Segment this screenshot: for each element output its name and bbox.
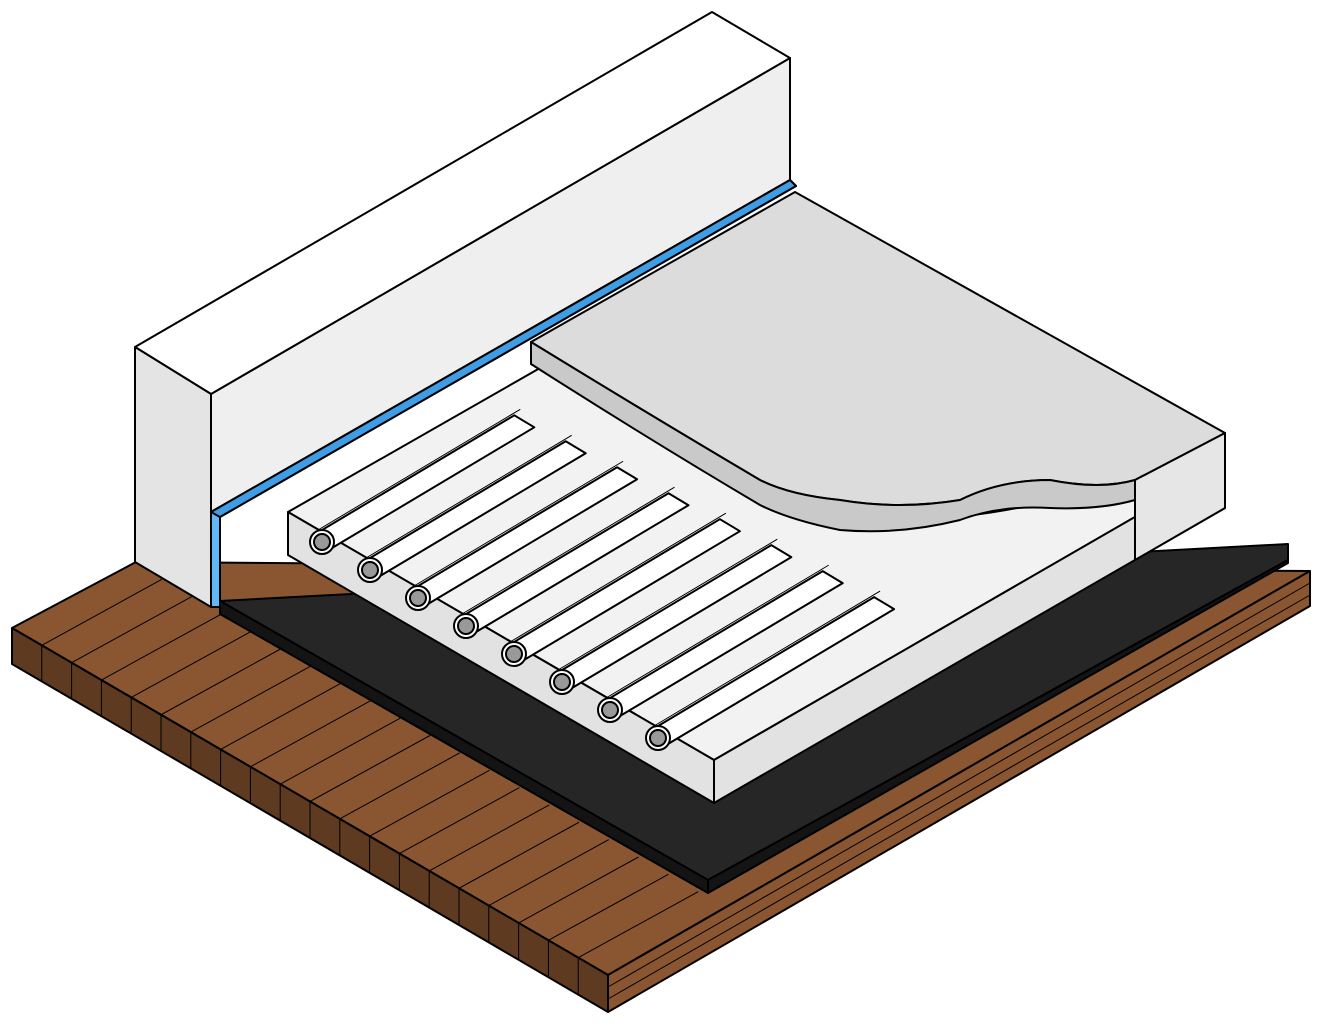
wood-plank-seam <box>71 596 192 664</box>
heating-pipes <box>309 529 671 751</box>
wood-plank-seam <box>250 700 371 768</box>
wood-subfloor-right-face <box>607 570 1311 1013</box>
wood-plank-seam <box>279 717 401 785</box>
pipe-channel-edge <box>509 512 727 643</box>
wood-plank-seam <box>518 856 639 924</box>
edge-insulation-strip <box>210 179 797 608</box>
screed-right-face <box>1134 432 1226 561</box>
pipe-channels <box>311 408 896 745</box>
wall <box>134 11 791 608</box>
wood-plank-seam <box>41 578 163 646</box>
wood-plank-seam <box>488 839 610 907</box>
edge-strip-top <box>210 179 797 518</box>
heating-pipe-end <box>361 561 379 579</box>
wood-plank-seam <box>607 594 1311 1000</box>
wood-plank-seam <box>548 873 669 941</box>
wood-plank-seam <box>339 752 461 820</box>
wood-plank-seam <box>458 821 580 889</box>
heating-pipe-end <box>313 533 331 551</box>
wood-plank-seam <box>220 683 341 750</box>
heating-pipe-end <box>457 617 475 635</box>
wood-plank-seam <box>130 630 252 698</box>
heating-pipe-end <box>409 589 427 607</box>
wood-plank-seam <box>190 665 312 733</box>
pipe-channel-edge <box>317 408 521 531</box>
screed <box>530 191 1226 561</box>
wood-plank-seam <box>428 804 550 872</box>
wood-plank-seam <box>399 787 520 854</box>
pipe-channel-edge <box>461 486 675 615</box>
wall-end-face <box>134 346 212 608</box>
membrane-right-face <box>707 559 1289 894</box>
wood-plank-seam <box>577 891 699 959</box>
wood-plank-lines <box>41 578 1311 1000</box>
heating-pipe-end <box>601 701 619 719</box>
pipe-channel-edge <box>653 590 881 727</box>
pipe-channel-edge <box>365 434 572 559</box>
heating-pipe-end <box>505 645 523 663</box>
wood-plank-seam <box>160 648 282 716</box>
wood-plank-seam <box>101 613 222 681</box>
heating-pipe-end <box>649 729 667 747</box>
pipe-channel-edge <box>413 460 624 587</box>
wood-plank-seam <box>309 735 431 802</box>
wood-plank-seam <box>369 769 490 837</box>
wood-plank-seam <box>607 582 1311 988</box>
pipe-channel-edge <box>605 564 829 699</box>
pipe-channel-edge <box>557 538 778 671</box>
heating-pipe-end <box>553 673 571 691</box>
insulation-board <box>287 367 1226 804</box>
